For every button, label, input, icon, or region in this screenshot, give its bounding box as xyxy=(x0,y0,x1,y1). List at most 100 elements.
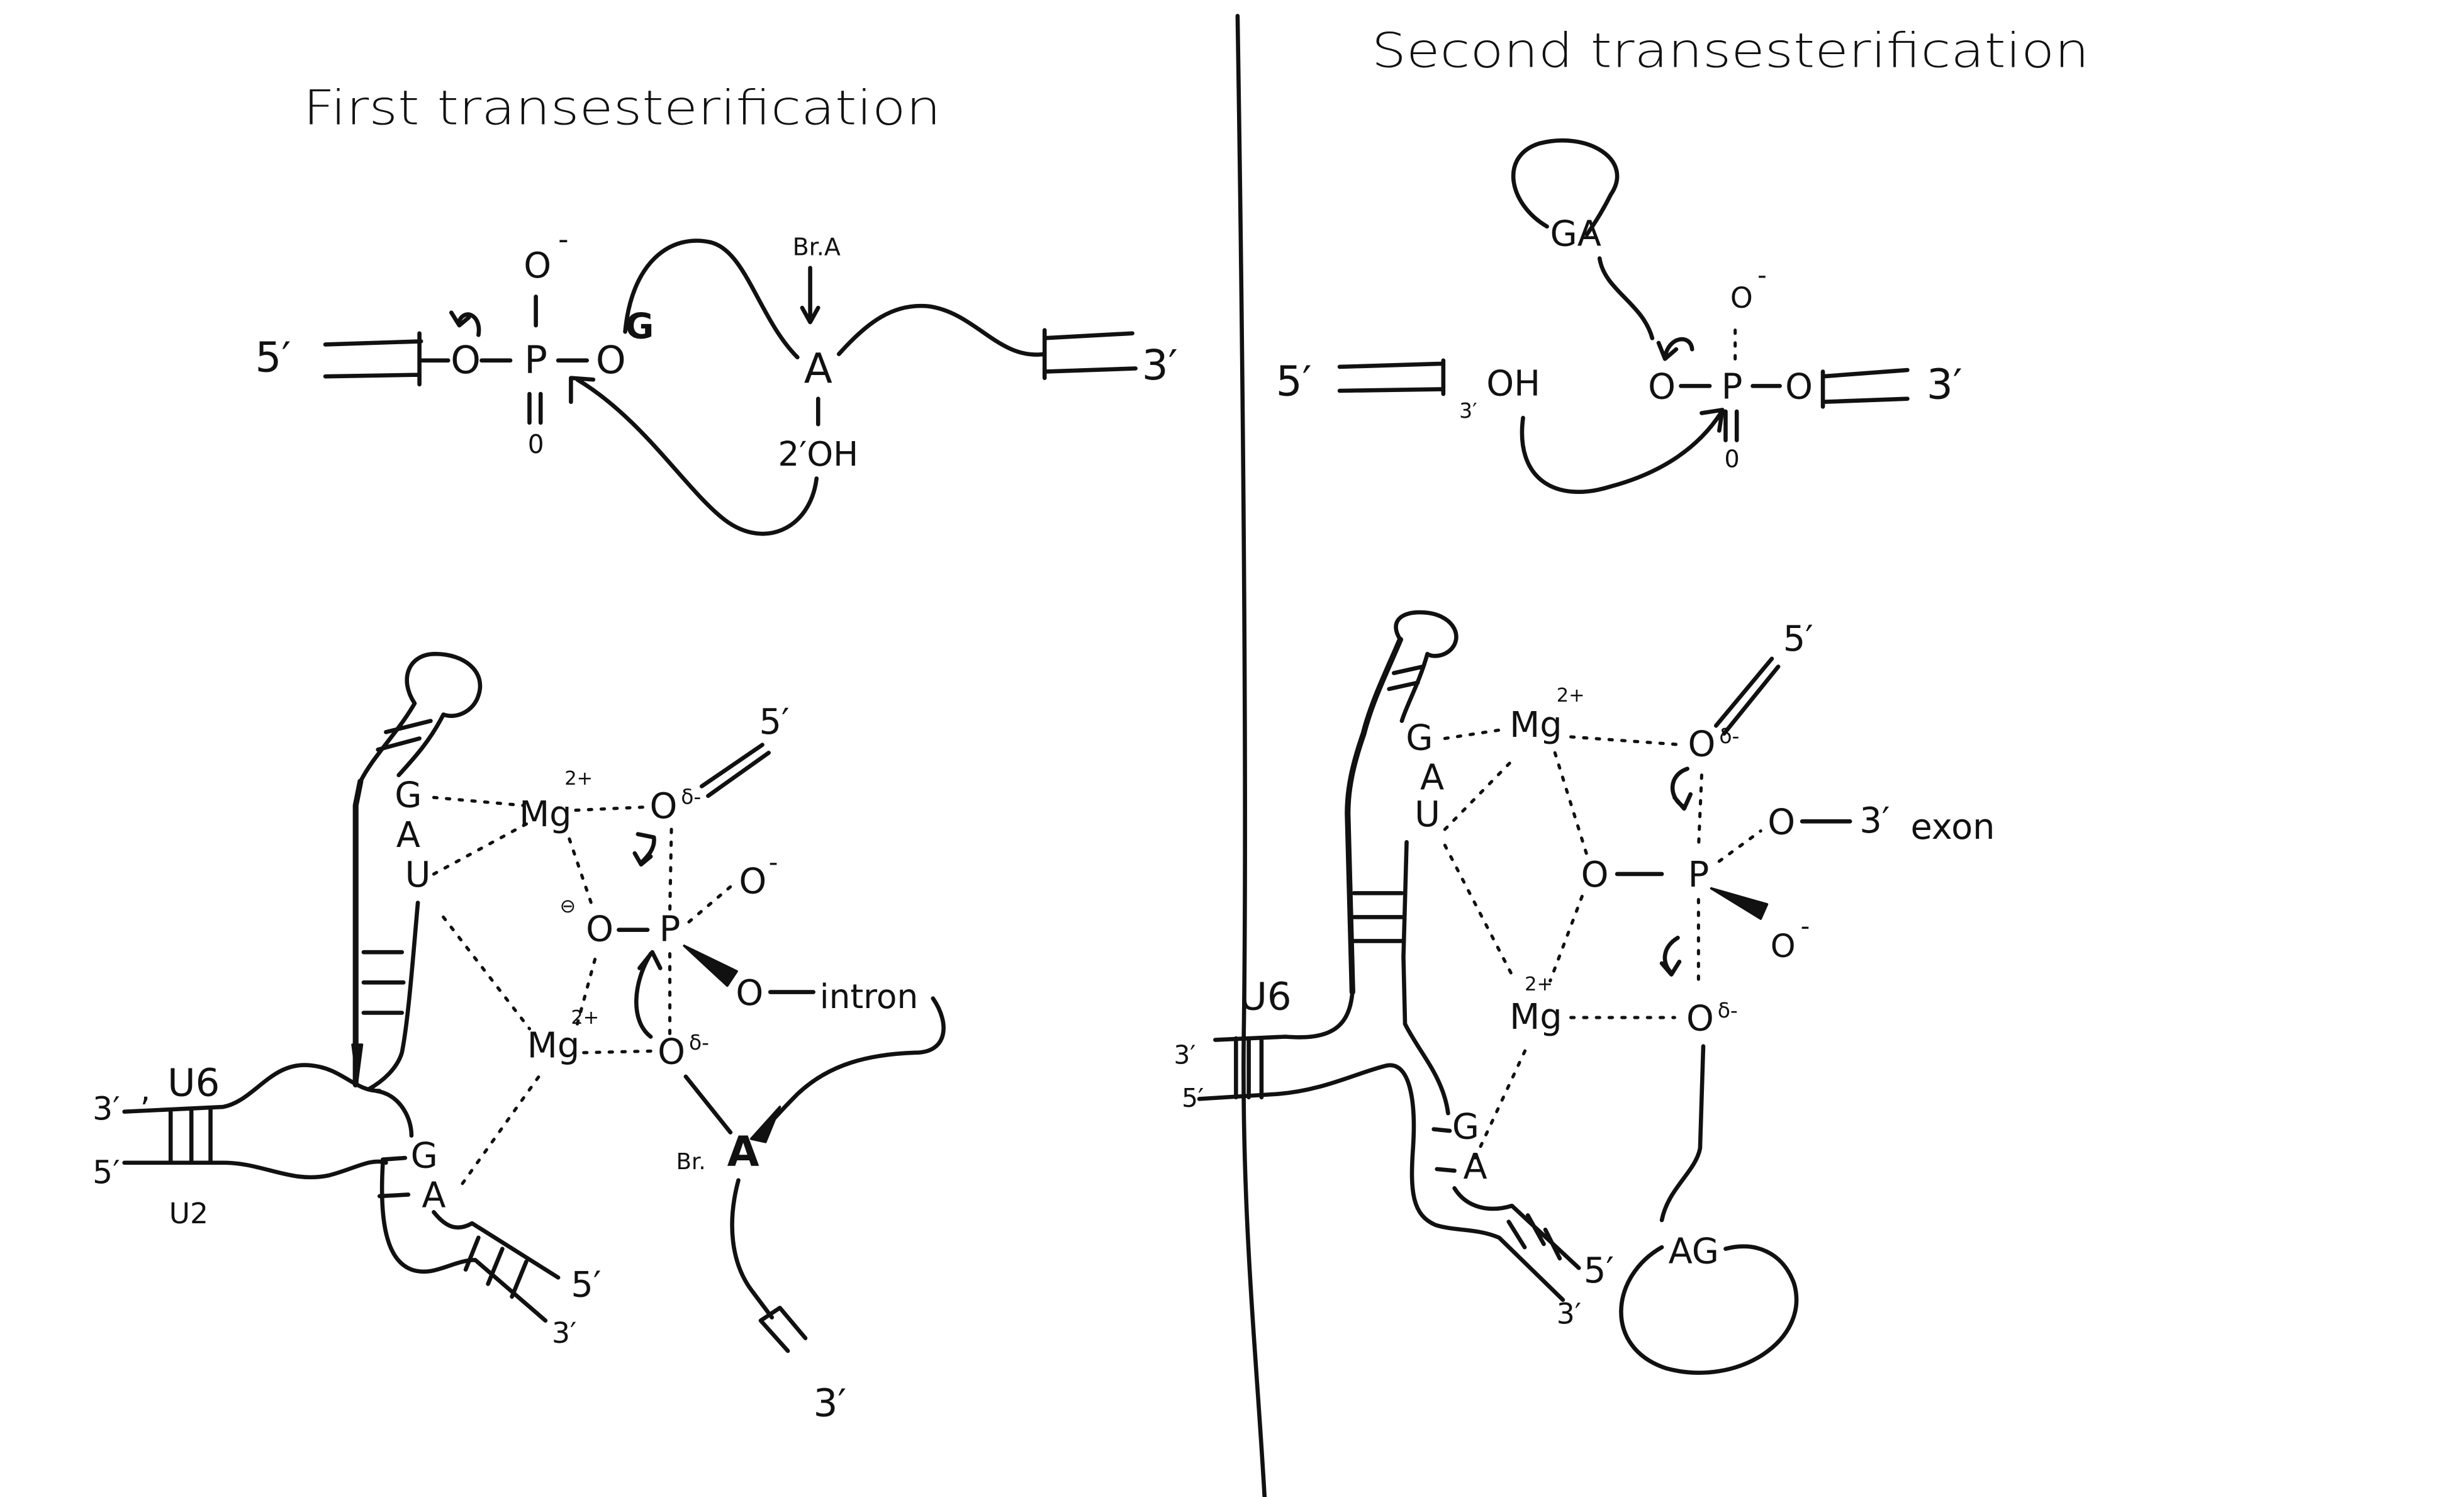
intron-label: intron xyxy=(820,977,918,1016)
lariat-ag: AG xyxy=(1669,1231,1719,1272)
u6-u: U xyxy=(405,855,431,895)
coordination-line xyxy=(1473,1043,1530,1160)
exon-3-strand xyxy=(1820,367,1910,409)
u2-branch-duplex xyxy=(377,1155,561,1323)
magnesium-ion-b: Mg xyxy=(1509,997,1562,1038)
nucleophile-oxygen: O xyxy=(658,1032,685,1073)
u6-stem-loop xyxy=(358,651,483,784)
branch-point-label: Br.A xyxy=(793,233,841,261)
u6-stem-loop xyxy=(1387,610,1459,723)
coordination-line xyxy=(1717,829,1762,863)
coordination-line xyxy=(1569,735,1684,747)
bridging-oxygen: O xyxy=(451,339,481,383)
duplex-5-prime-end: 5′ xyxy=(1584,1250,1614,1291)
u6-a: A xyxy=(396,815,420,856)
u6-u2-duplex xyxy=(122,1063,414,1180)
u6-label: U6 xyxy=(1239,975,1291,1019)
second-active-site: G A U 3′ 5′ U6 G A 5′ 3′ xyxy=(1173,610,1995,1375)
intron-3-strand xyxy=(730,1178,808,1354)
duplex-5-prime-end: 5′ xyxy=(571,1265,601,1306)
nonbridging-oxygen: O xyxy=(524,245,551,286)
coordination-line xyxy=(1553,751,1589,857)
coordination-line xyxy=(568,837,595,911)
branch-point-adenosine: A xyxy=(804,344,832,393)
magnesium-ion-b: Mg xyxy=(527,1025,580,1066)
u2-label: U2 xyxy=(169,1197,208,1230)
coordination-line xyxy=(576,952,598,1026)
first-active-site: G A U 3′ , U6 5′ U2 G A 5′ 3′ xyxy=(92,651,946,1426)
exon-5-prime-end: 5′ xyxy=(1276,357,1312,406)
pro-oxygen: O xyxy=(586,909,613,950)
u6-u: U xyxy=(1414,794,1440,835)
magnesium-ion-a: Mg xyxy=(519,794,572,835)
metal-coordination-lines xyxy=(432,795,732,1186)
exon-5-prime-end: 5′ xyxy=(1783,619,1813,659)
lariat-tail xyxy=(1597,256,1655,340)
exon-5-strand xyxy=(1713,656,1781,736)
first-reaction-scheme: 5′ O P O G O - 0 Br.A A 3′ 2′OH xyxy=(255,222,1178,536)
coordination-line xyxy=(1443,727,1509,741)
leaving-oxygen: O xyxy=(1648,367,1676,408)
branch-bond xyxy=(683,1074,733,1135)
exon-5-prime-end: 5′ xyxy=(255,334,291,382)
wedge-bond xyxy=(749,1106,781,1143)
u6-stem-right-strand xyxy=(1352,839,1409,1026)
intron-oxygen: O xyxy=(736,973,763,1014)
phosphorus: P xyxy=(1688,855,1710,895)
u6-label: U6 xyxy=(167,1061,220,1105)
coordination-line xyxy=(432,795,525,807)
oxygen-negative-charge: - xyxy=(1757,260,1767,290)
exon-5-strand xyxy=(699,743,771,799)
phosphorus: P xyxy=(524,339,547,383)
second-transesterification-panel: Second transesterification GA 5′ 3′ OH O… xyxy=(1173,22,2089,1375)
u2-a: A xyxy=(1463,1147,1487,1187)
magnesium-ion-a-charge: 2+ xyxy=(564,768,593,790)
first-panel-title: First transesterification xyxy=(303,80,941,136)
intron-3-strand xyxy=(836,303,1138,381)
phosphate-bonds xyxy=(1679,384,1782,442)
coordination-line xyxy=(442,915,532,1031)
coordination-line xyxy=(687,885,732,924)
u6-stem-left-strand xyxy=(1345,636,1403,995)
intron-strand xyxy=(757,996,946,1138)
phosphorus: P xyxy=(1722,367,1743,408)
nonbridging-oxygen: O xyxy=(1730,281,1753,315)
wedge-bond xyxy=(1710,887,1769,920)
exon-5-strand xyxy=(323,331,451,387)
intron-3-prime-end: 3′ xyxy=(814,1382,847,1426)
metal-coordination-lines xyxy=(1443,727,1762,1160)
magnesium-ion-a-charge: 2+ xyxy=(1557,685,1585,707)
oxygen-negative-charge: - xyxy=(1801,911,1810,941)
lariat-loop xyxy=(1511,138,1620,237)
nucleophile-oxygen: O xyxy=(1688,724,1716,765)
coordination-line xyxy=(1548,894,1584,983)
leaving-oxygen: O xyxy=(1686,998,1714,1039)
coordination-line xyxy=(1443,843,1517,983)
u2-g: G xyxy=(411,1135,438,1176)
oxygen-negative-charge: - xyxy=(558,222,568,255)
leaving-oxygen-partial-charge: δ- xyxy=(1718,998,1738,1023)
duplex-3-prime-end: 3′ xyxy=(552,1316,576,1350)
coordination-line xyxy=(1443,756,1517,831)
u6-stem-left-strand xyxy=(352,778,364,1088)
magnesium-ion-a: Mg xyxy=(1509,705,1562,746)
bond-break-arrow-icon xyxy=(1656,337,1694,361)
magnesium-ion-b-charge: 2+ xyxy=(571,1007,599,1029)
three-prime-hydroxyl: OH xyxy=(1486,364,1540,405)
u2-a: A xyxy=(422,1175,445,1216)
u6-5-prime-end: 5′ xyxy=(1182,1083,1204,1113)
u2-g: G xyxy=(1452,1107,1479,1148)
u2-branch-duplex xyxy=(1403,1021,1581,1270)
panel-divider xyxy=(1235,14,1267,1497)
exon-5-strand xyxy=(1337,358,1446,396)
nucleophile-oxygen-partial-charge: δ- xyxy=(689,1030,709,1055)
branch-prefix: Br. xyxy=(676,1149,706,1175)
nucleophilic-attack-arrow-icon xyxy=(634,950,663,1039)
pro-oxygen: O xyxy=(1581,855,1609,895)
second-reaction-scheme: GA 5′ 3′ OH O P O 3′ O - 0 xyxy=(1276,138,1963,494)
exon-3-prime-label: 3′ xyxy=(1859,800,1890,841)
phosphorus: P xyxy=(659,909,681,950)
